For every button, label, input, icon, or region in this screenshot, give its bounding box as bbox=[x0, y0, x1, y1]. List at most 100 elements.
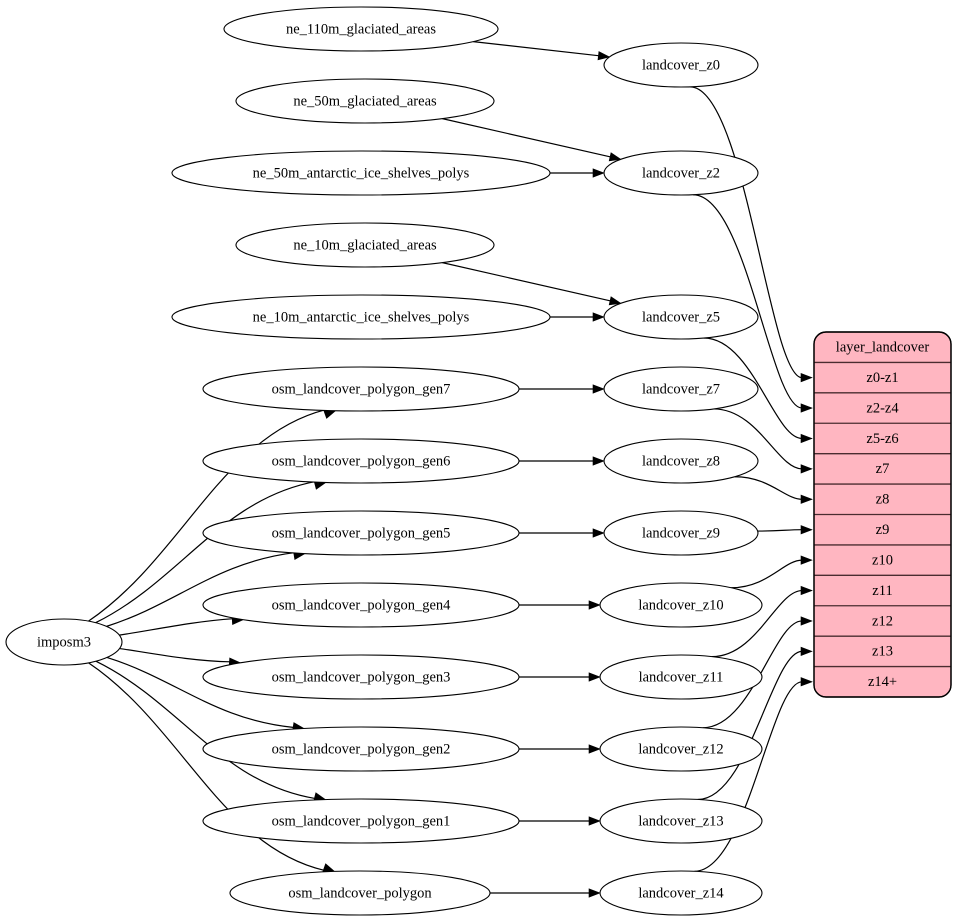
edge-osm_landcover_polygon_gen4-to-landcover_z10 bbox=[519, 600, 601, 610]
layer-row-z13[interactable]: z13 bbox=[872, 644, 893, 660]
edge-landcover_z11-to-z11 bbox=[711, 585, 813, 658]
node-osm_landcover_polygon_gen7-shape bbox=[202, 366, 520, 412]
edge-imposm3-to-osm_landcover_polygon_gen1-line bbox=[95, 660, 316, 800]
node-landcover_z14[interactable]: landcover_z14 bbox=[599, 870, 763, 916]
node-osm_landcover_polygon_gen5-label: osm_landcover_polygon_gen5 bbox=[272, 525, 451, 541]
node-imposm3-label: imposm3 bbox=[37, 634, 91, 650]
node-osm_landcover_polygon_gen1-label: osm_landcover_polygon_gen1 bbox=[272, 813, 451, 829]
node-landcover_z9-label: landcover_z9 bbox=[642, 525, 720, 541]
node-landcover_z2-shape bbox=[603, 150, 759, 196]
node-osm_landcover_polygon_gen4[interactable]: osm_landcover_polygon_gen4 bbox=[202, 582, 520, 628]
node-landcover_z10[interactable]: landcover_z10 bbox=[599, 582, 763, 628]
node-landcover_z9-shape bbox=[603, 510, 759, 556]
edge-landcover_z0-to-z0-z1 bbox=[690, 86, 813, 383]
node-osm_landcover_polygon_gen7[interactable]: osm_landcover_polygon_gen7 bbox=[202, 366, 520, 412]
edge-imposm3-to-osm_landcover_polygon_gen3 bbox=[119, 647, 242, 667]
edge-imposm3-to-osm_landcover_polygon_gen5-line bbox=[106, 551, 296, 627]
edge-landcover_z9-to-z9-line bbox=[757, 529, 803, 532]
node-landcover_z0[interactable]: landcover_z0 bbox=[603, 42, 759, 88]
layer-row-z7[interactable]: z7 bbox=[876, 461, 890, 477]
node-ne_110m_glaciated_areas-label: ne_110m_glaciated_areas bbox=[286, 21, 436, 37]
node-osm_landcover_polygon_gen2-label: osm_landcover_polygon_gen2 bbox=[272, 741, 451, 757]
node-osm_landcover_polygon_gen1[interactable]: osm_landcover_polygon_gen1 bbox=[202, 798, 520, 844]
layer-row-z11[interactable]: z11 bbox=[872, 583, 892, 599]
node-landcover_z7[interactable]: landcover_z7 bbox=[603, 366, 759, 412]
edge-imposm3-to-osm_landcover_polygon_gen6 bbox=[95, 480, 327, 624]
edge-landcover_z10-to-z10-line bbox=[731, 559, 803, 589]
node-landcover_z2-label: landcover_z2 bbox=[642, 165, 720, 181]
edge-arrowhead bbox=[592, 384, 605, 394]
edge-arrowhead bbox=[800, 433, 813, 444]
edge-arrowhead bbox=[323, 410, 337, 419]
edge-arrowhead bbox=[588, 600, 601, 610]
edge-landcover_z14-to-z14+ bbox=[694, 677, 813, 872]
node-ne_50m_glaciated_areas[interactable]: ne_50m_glaciated_areas bbox=[235, 78, 495, 124]
node-ne_50m_glaciated_areas-shape bbox=[235, 78, 495, 124]
node-ne_10m_antarctic_ice_shelves_polys-label: ne_10m_antarctic_ice_shelves_polys bbox=[253, 309, 470, 325]
edge-imposm3-to-osm_landcover_polygon_gen6-line bbox=[95, 480, 316, 624]
edge-arrowhead bbox=[592, 168, 605, 178]
edge-ne_110m_glaciated_areas-to-landcover_z0-line bbox=[473, 41, 599, 57]
edge-arrowhead bbox=[592, 312, 605, 322]
edge-arrowhead bbox=[588, 816, 601, 826]
edge-arrowhead bbox=[800, 585, 813, 596]
node-landcover_z8[interactable]: landcover_z8 bbox=[603, 438, 759, 484]
edge-arrowhead bbox=[597, 51, 611, 61]
node-ne_110m_glaciated_areas[interactable]: ne_110m_glaciated_areas bbox=[223, 6, 499, 52]
edge-landcover_z7-to-z7 bbox=[713, 408, 813, 474]
node-landcover_z9[interactable]: landcover_z9 bbox=[603, 510, 759, 556]
node-ne_10m_glaciated_areas[interactable]: ne_10m_glaciated_areas bbox=[235, 222, 495, 268]
layer-row-z12[interactable]: z12 bbox=[872, 613, 893, 629]
layer-row-z8[interactable]: z8 bbox=[876, 492, 890, 508]
edge-landcover_z2-to-z2-z4 bbox=[693, 194, 813, 413]
node-osm_landcover_polygon_gen6[interactable]: osm_landcover_polygon_gen6 bbox=[202, 438, 520, 484]
edge-imposm3-to-osm_landcover_polygon_gen3-line bbox=[119, 647, 231, 663]
edge-imposm3-to-osm_landcover_polygon_gen4-line bbox=[119, 618, 234, 636]
layer-row-z9[interactable]: z9 bbox=[876, 522, 890, 538]
node-landcover_z5[interactable]: landcover_z5 bbox=[603, 294, 759, 340]
layer-row-z0-z1[interactable]: z0-z1 bbox=[866, 370, 898, 386]
node-osm_landcover_polygon_gen3-label: osm_landcover_polygon_gen3 bbox=[272, 669, 451, 685]
node-landcover_z8-label: landcover_z8 bbox=[642, 453, 720, 469]
node-landcover_z5-label: landcover_z5 bbox=[642, 309, 720, 325]
node-landcover_z10-label: landcover_z10 bbox=[638, 597, 723, 613]
edge-landcover_z5-to-z5-z6-line bbox=[703, 337, 803, 440]
node-osm_landcover_polygon[interactable]: osm_landcover_polygon bbox=[229, 870, 491, 916]
node-ne_50m_antarctic_ice_shelves_polys-shape bbox=[171, 150, 551, 196]
edge-arrowhead bbox=[800, 403, 813, 413]
edge-ne_10m_antarctic_ice_shelves_polys-to-landcover_z5 bbox=[550, 312, 605, 322]
node-ne_50m_glaciated_areas-label: ne_50m_glaciated_areas bbox=[293, 93, 437, 109]
node-ne_110m_glaciated_areas-shape bbox=[223, 6, 499, 52]
edge-ne_50m_glaciated_areas-to-landcover_z2-line bbox=[442, 118, 611, 158]
node-osm_landcover_polygon_gen4-label: osm_landcover_polygon_gen4 bbox=[272, 597, 452, 613]
node-landcover_z12[interactable]: landcover_z12 bbox=[599, 726, 763, 772]
node-ne_50m_antarctic_ice_shelves_polys[interactable]: ne_50m_antarctic_ice_shelves_polys bbox=[171, 150, 551, 196]
node-landcover_z8-shape bbox=[603, 438, 759, 484]
node-osm_landcover_polygon_gen2[interactable]: osm_landcover_polygon_gen2 bbox=[202, 726, 520, 772]
node-osm_landcover_polygon_gen3[interactable]: osm_landcover_polygon_gen3 bbox=[202, 654, 520, 700]
edge-arrowhead bbox=[800, 525, 813, 535]
node-imposm3[interactable]: imposm3 bbox=[5, 618, 123, 666]
node-landcover_z7-label: landcover_z7 bbox=[642, 381, 720, 397]
node-ne_10m_antarctic_ice_shelves_polys[interactable]: ne_10m_antarctic_ice_shelves_polys bbox=[171, 294, 551, 340]
node-landcover_z12-shape bbox=[599, 726, 763, 772]
layer-landcover-table: layer_landcoverz0-z1z2-z4z5-z6z7z8z9z10z… bbox=[813, 331, 952, 698]
edge-landcover_z13-to-z13 bbox=[697, 646, 813, 801]
node-osm_landcover_polygon-shape bbox=[229, 870, 491, 916]
layer-row-z10[interactable]: z10 bbox=[872, 552, 893, 568]
node-osm_landcover_polygon_gen6-label: osm_landcover_polygon_gen6 bbox=[272, 453, 451, 469]
edge-landcover_z8-to-z8 bbox=[734, 476, 813, 504]
edge-osm_landcover_polygon-to-landcover_z14 bbox=[490, 888, 601, 898]
node-landcover_z11[interactable]: landcover_z11 bbox=[599, 654, 763, 700]
node-osm_landcover_polygon_gen3-shape bbox=[202, 654, 520, 700]
edge-landcover_z13-to-z13-line bbox=[697, 650, 803, 801]
layer-row-z2-z4[interactable]: z2-z4 bbox=[866, 400, 899, 416]
node-osm_landcover_polygon_gen6-shape bbox=[202, 438, 520, 484]
node-landcover_z2[interactable]: landcover_z2 bbox=[603, 150, 759, 196]
layer-row-z5-z6[interactable]: z5-z6 bbox=[866, 431, 898, 447]
node-landcover_z13[interactable]: landcover_z13 bbox=[599, 798, 763, 844]
layer-row-z14+[interactable]: z14+ bbox=[868, 674, 897, 690]
node-osm_landcover_polygon_gen5[interactable]: osm_landcover_polygon_gen5 bbox=[202, 510, 520, 556]
node-landcover_z13-shape bbox=[599, 798, 763, 844]
edge-arrowhead bbox=[608, 152, 622, 162]
